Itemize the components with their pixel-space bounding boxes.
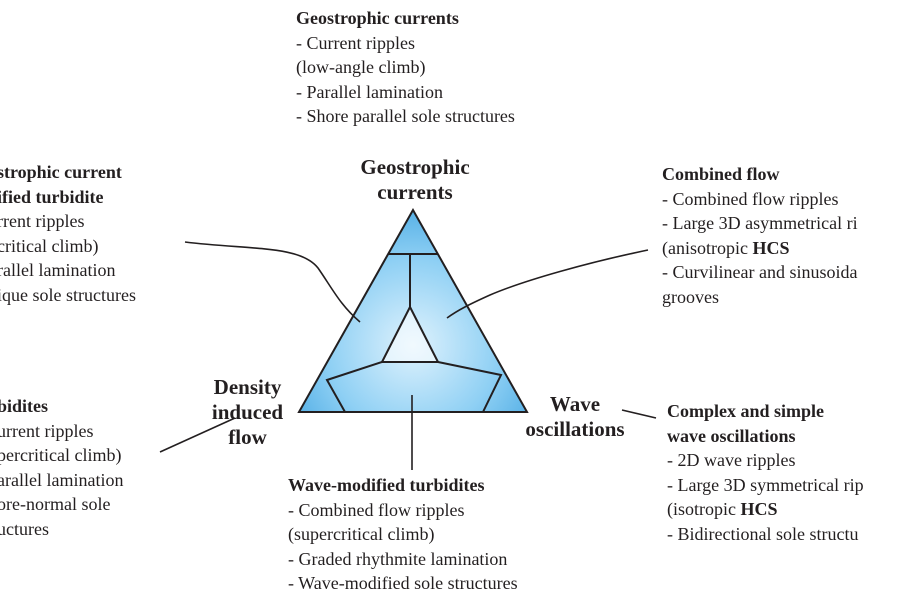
block-top-line-3: - Parallel lamination	[296, 81, 443, 102]
block-upper-left-title-1: strophic current	[0, 162, 122, 182]
block-upper-right-line-2: - Large 3D asymmetrical ri	[662, 213, 858, 233]
block-upper-right-hcs: HCS	[752, 237, 790, 258]
block-lower-right-line-3: (isotropic HCS	[667, 497, 864, 522]
block-lower-right-title-2: wave oscillations	[667, 425, 796, 446]
block-top-line-4: - Shore parallel sole structures	[296, 106, 515, 126]
vertex-left-line-3: flow	[228, 425, 267, 449]
block-upper-right-line-1: - Combined flow ripples	[662, 188, 839, 209]
vertex-top-line-1: Geostrophic	[360, 155, 470, 179]
block-lower-left-line-5: uctures	[0, 518, 49, 539]
vertex-right-line-1: Wave	[549, 392, 601, 416]
block-lower-left-line-3: arallel lamination	[0, 469, 124, 490]
block-bottom-line-4: - Wave-modified sole structures	[288, 573, 518, 593]
block-bottom-line-2: (supercritical climb)	[288, 524, 435, 544]
block-bottom-title: Wave-modified turbidites	[288, 475, 485, 495]
block-top-line-1: - Current ripples	[296, 32, 415, 53]
block-geostrophic-modified-turbidite: strophic current ified turbidite rrent r…	[0, 160, 136, 307]
vertex-label-right: Wave oscillations	[505, 392, 645, 442]
block-upper-right-line-5: grooves	[662, 286, 719, 307]
block-lower-left-line-2: percritical climb)	[0, 445, 122, 465]
block-top-line-2: (low-angle climb)	[296, 57, 426, 77]
block-lower-right-line-3-text: (isotropic	[667, 499, 741, 519]
leader-lower-right	[621, 409, 657, 419]
block-upper-left-title-2: ified turbidite	[0, 186, 104, 207]
vertex-left-line-2: induced	[211, 400, 284, 424]
block-upper-right-title: Combined flow	[662, 164, 780, 184]
block-upper-right-line-3: (anisotropic HCS	[662, 236, 858, 261]
block-wave-modified-turbidites: Wave-modified turbidites - Combined flow…	[288, 473, 518, 596]
boundary-left	[325, 361, 383, 413]
vertex-top-line-2: currents	[377, 180, 453, 204]
vertex-right-line-2: oscillations	[525, 417, 625, 441]
block-lower-right-hcs: HCS	[740, 499, 778, 519]
vertex-left-line-1: Density	[213, 375, 282, 399]
vertex-label-left: Density induced flow	[190, 375, 305, 450]
block-upper-right-line-3-text: (anisotropic	[662, 237, 753, 258]
vertex-label-top: Geostrophic currents	[340, 155, 490, 205]
boundary-right	[437, 361, 503, 413]
block-lower-right-line-4: - Bidirectional sole structu	[667, 523, 859, 544]
block-lower-left-line-4: ore-normal sole	[0, 494, 111, 514]
block-bottom-line-3: - Graded rhythmite lamination	[288, 548, 508, 569]
block-combined-flow: Combined flow - Combined flow ripples - …	[662, 162, 858, 309]
block-upper-left-line-1: rrent ripples	[0, 211, 85, 231]
block-lower-right-line-1: - 2D wave ripples	[667, 450, 796, 470]
block-top-title: Geostrophic currents	[296, 8, 459, 28]
block-upper-left-line-4: ique sole structures	[0, 284, 136, 305]
block-lower-left-title: bidites	[0, 396, 49, 416]
leader-lower-left	[159, 417, 236, 453]
block-wave-oscillations: Complex and simple wave oscillations - 2…	[667, 399, 864, 546]
block-turbidites: bidites urrent ripples percritical climb…	[0, 394, 123, 541]
leader-upper-left	[184, 241, 361, 323]
block-lower-right-title-1: Complex and simple	[667, 401, 825, 421]
center-triangle	[380, 304, 440, 363]
block-lower-left-line-1: urrent ripples	[0, 420, 94, 441]
block-upper-left-line-3: rallel lamination	[0, 260, 116, 280]
block-bottom-line-1: - Combined flow ripples	[288, 499, 465, 520]
block-upper-right-line-4: - Curvilinear and sinusoida	[662, 262, 858, 282]
block-geostrophic-currents: Geostrophic currents - Current ripples (…	[296, 6, 515, 129]
leader-upper-right	[446, 249, 649, 319]
block-upper-left-line-2: critical climb)	[0, 235, 99, 256]
block-lower-right-line-2: - Large 3D symmetrical rip	[667, 474, 864, 495]
